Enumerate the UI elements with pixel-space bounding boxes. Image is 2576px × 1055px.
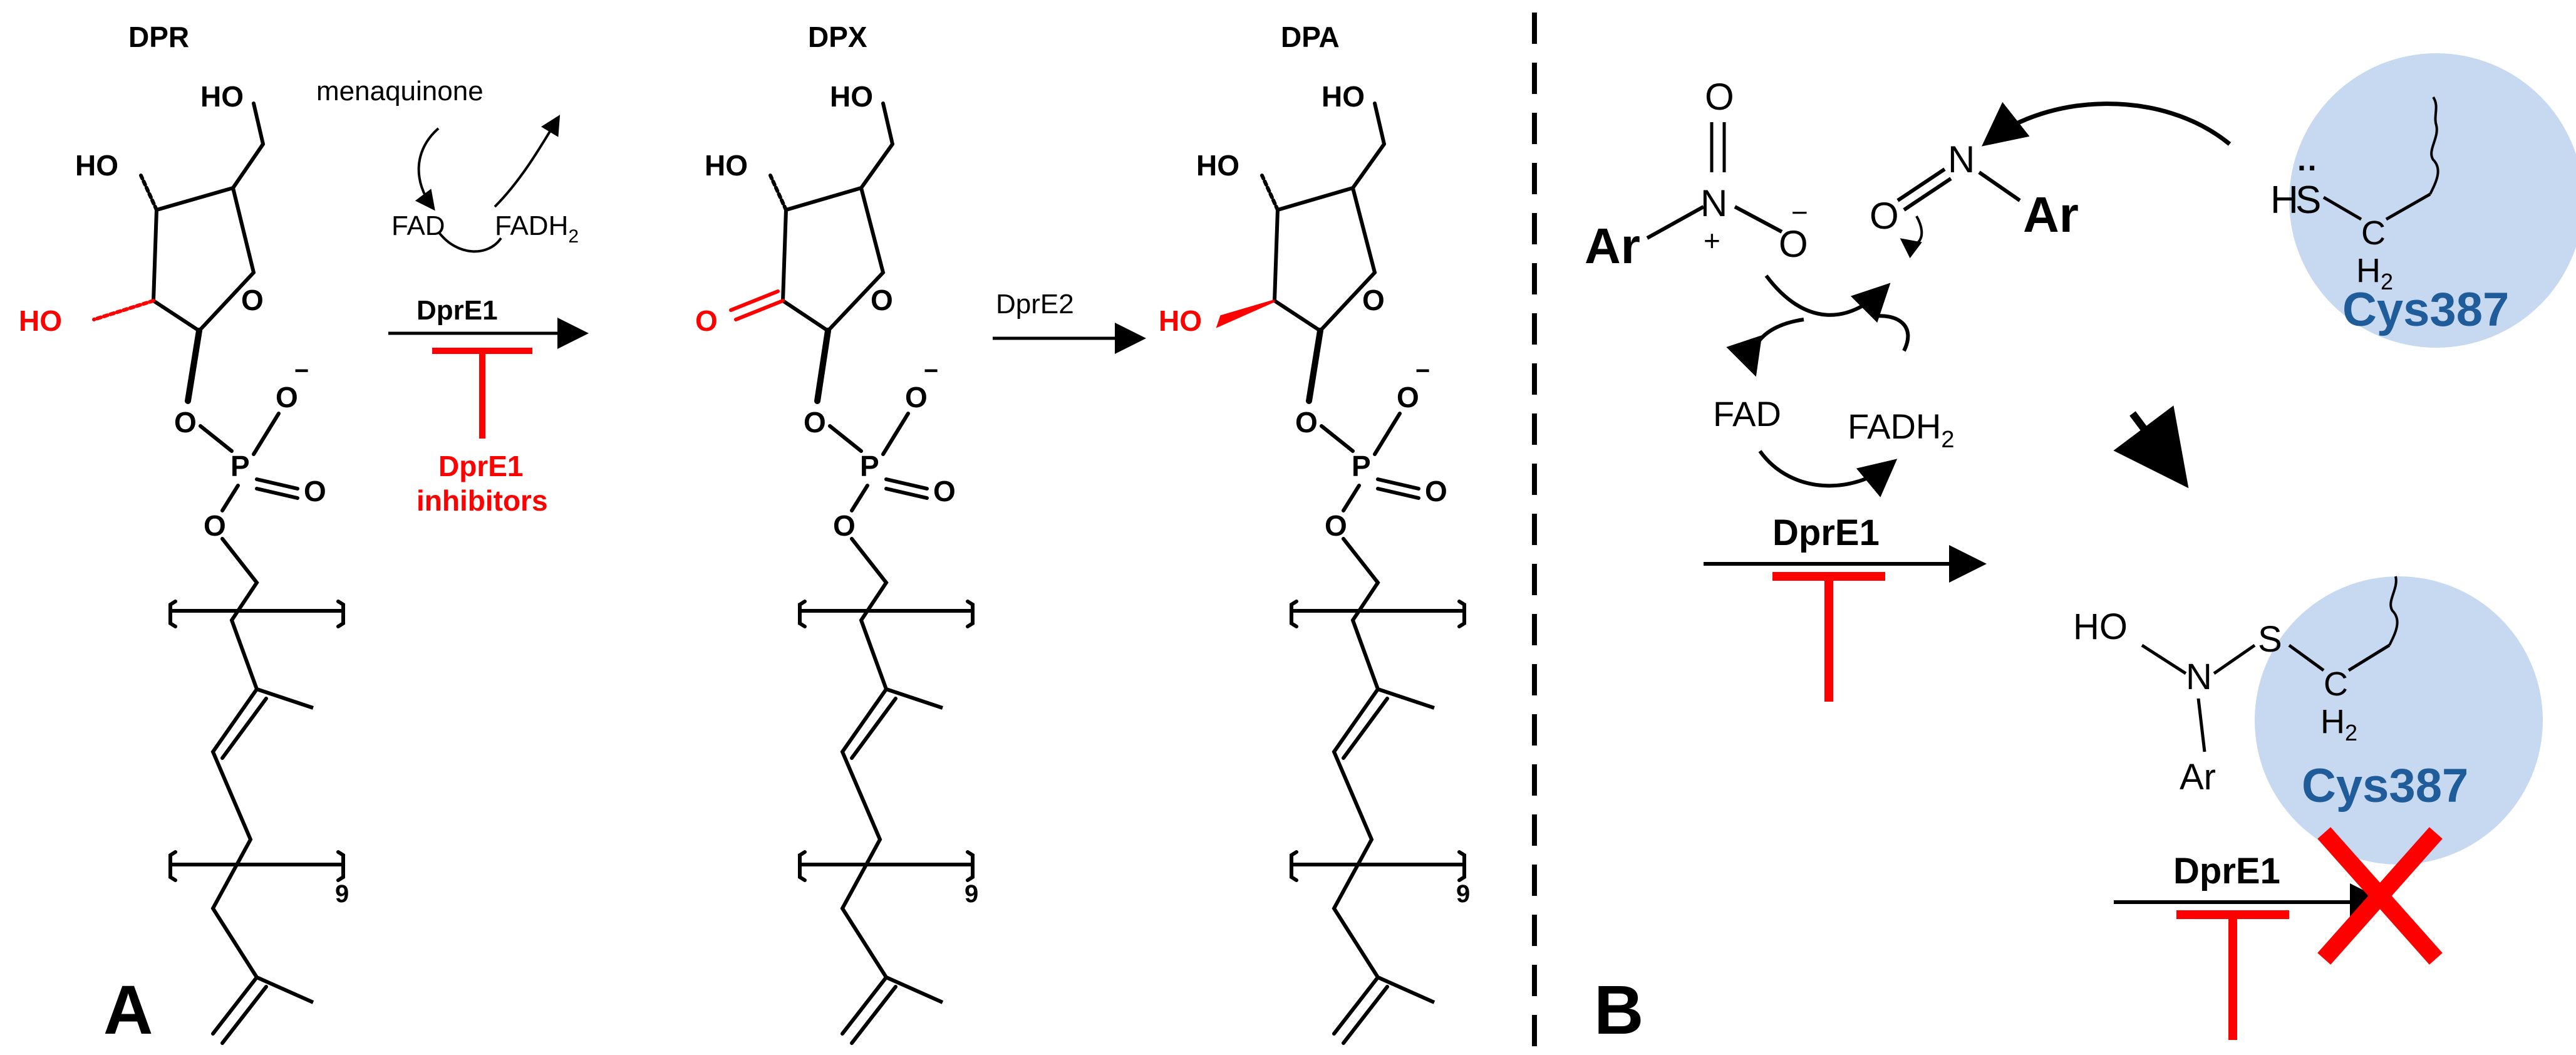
dpx-repeat-9: 9 [965, 880, 978, 908]
inhibitor-label-line1: DprE1 [438, 450, 523, 482]
dpa-o-minus: O [1397, 381, 1419, 413]
dpr-o-double: O [304, 475, 326, 507]
adduct-h2-sub: 2 [2345, 720, 2357, 746]
dpr-ho-top: HO [200, 80, 244, 113]
nitroaromatic: Ar N + O O − [1585, 76, 1808, 274]
nitro-ar: Ar [1585, 218, 1640, 274]
cys-h2-h: H [2356, 252, 2381, 289]
inhibitor-label-line2: inhibitors [416, 484, 548, 517]
adduct-s: S [2258, 619, 2282, 660]
cys-h: H [2270, 179, 2299, 222]
dpr-o-ester: O [204, 509, 226, 542]
nitro-n: N [1700, 182, 1727, 224]
adduct-ar: Ar [2180, 757, 2216, 798]
dpa-minus-sign: − [1415, 357, 1430, 385]
dpa-ho-c3: HO [1196, 149, 1239, 182]
adduct-c: C [2324, 665, 2348, 703]
cys387-label-top: Cys387 [2342, 283, 2509, 336]
nitroso-n: N [1948, 138, 1975, 180]
covalent-adduct: HO N S C H2 Ar Cys387 [2073, 576, 2543, 865]
dpr-ho-c2-highlight: HO [19, 304, 62, 337]
nitro-o-top: O [1705, 76, 1734, 118]
nitroso-o: O [1870, 195, 1899, 237]
dpa-ho-top: HO [1322, 80, 1365, 113]
panel-b: Ar N + O O − O N Ar H S ·· [1585, 53, 2576, 1049]
cys-lone-pair: ·· [2297, 150, 2318, 185]
dpa-o-double: O [1425, 475, 1447, 507]
dpx-label: DPX [808, 21, 867, 53]
dpa-label: DPA [1281, 21, 1340, 53]
cys387-enzyme-top: H S ·· C H2 Cys387 [2270, 53, 2576, 348]
blocked-x-mark [2317, 827, 2443, 965]
menaquinone-label: menaquinone [316, 76, 484, 107]
fadh-subscript: 2 [568, 226, 579, 247]
nitro-o-right: O [1779, 223, 1808, 265]
panel-a: DPR HO HO HO O O P O − O [19, 21, 1470, 1049]
dpr-repeat-9: 9 [335, 880, 349, 908]
covalent-adduct-arrow [2113, 405, 2189, 489]
blocked-dpre1-label: DprE1 [2173, 851, 2280, 891]
dpr-ho-c3: HO [75, 149, 118, 182]
dpx-ring-o: O [871, 284, 893, 316]
dpx-minus-sign: − [924, 357, 938, 385]
adduct-ho: HO [2073, 606, 2128, 647]
dpx-o-ester: O [833, 509, 856, 542]
dpa-o-ester: O [1325, 509, 1347, 542]
adduct-h2-h: H [2320, 703, 2345, 741]
dpx-ho-c3: HO [705, 149, 748, 182]
dpr-molecule: DPR HO HO HO O O P O − O [19, 21, 349, 1045]
dpx-ho-top: HO [830, 80, 873, 113]
dpr-o-link: O [174, 406, 197, 439]
dpre2-step: DprE2 [993, 289, 1146, 354]
dpr-o-minus: O [276, 381, 298, 413]
fadh-label: FADH2 [495, 210, 579, 247]
dpr-minus-sign: − [294, 357, 309, 385]
dpre1-step: menaquinone FAD FADH2 DprE1 DprE1 inhibi… [316, 76, 589, 517]
dpr-label: DPR [128, 21, 189, 53]
dpa-repeat-9: 9 [1456, 880, 1470, 908]
dpx-molecule: DPX HO HO O O O P O − O O [695, 21, 978, 1045]
dpx-keto-o-highlight: O [695, 304, 718, 337]
dpx-o-minus: O [905, 381, 928, 413]
panel-a-label: A [103, 972, 153, 1049]
dpx-o-link: O [804, 406, 826, 439]
cys387-label-bottom: Cys387 [2302, 759, 2468, 813]
dpa-o-link: O [1295, 406, 1318, 439]
dpx-o-double: O [933, 475, 956, 507]
panel-b-label: B [1594, 972, 1643, 1049]
panel-b-fadh-text: FADH [1848, 407, 1941, 446]
adduct-n: N [2186, 657, 2212, 697]
dpa-ring-o: O [1362, 284, 1385, 316]
cys-s: S [2295, 179, 2321, 222]
dpre2-enzyme-label: DprE2 [996, 289, 1074, 320]
panel-b-fadh: FADH2 [1848, 407, 1955, 453]
nitroso-aromatic: O N Ar [1870, 138, 2079, 259]
dpr-phosphorus: P [230, 450, 250, 482]
dpa-molecule: DPA HO HO HO O O P O − O O [1159, 21, 1470, 1045]
dpre1-enzyme-label: DprE1 [416, 295, 498, 326]
dpr-ring-o: O [241, 284, 264, 316]
nitroso-ar: Ar [2023, 187, 2079, 242]
fad-label: FAD [391, 210, 445, 241]
panel-b-fadh-sub: 2 [1941, 427, 1954, 453]
panel-b-dpre1-label: DprE1 [1772, 512, 1880, 553]
nitro-plus: + [1704, 224, 1720, 257]
dpa-ho-c2-highlight: HO [1159, 304, 1202, 337]
cys-c: C [2361, 214, 2386, 252]
dpx-phosphorus: P [860, 450, 879, 482]
dpa-phosphorus: P [1352, 450, 1371, 482]
panel-b-fad: FAD [1713, 394, 1781, 434]
nucleophilic-attack-arrow [1982, 101, 2232, 147]
fadh-text: FADH [495, 210, 568, 241]
cys-h2: H2 [2356, 252, 2393, 294]
nitro-minus: − [1791, 196, 1808, 229]
adduct-h2: H2 [2320, 703, 2357, 746]
cys-h2-sub: 2 [2381, 269, 2393, 294]
